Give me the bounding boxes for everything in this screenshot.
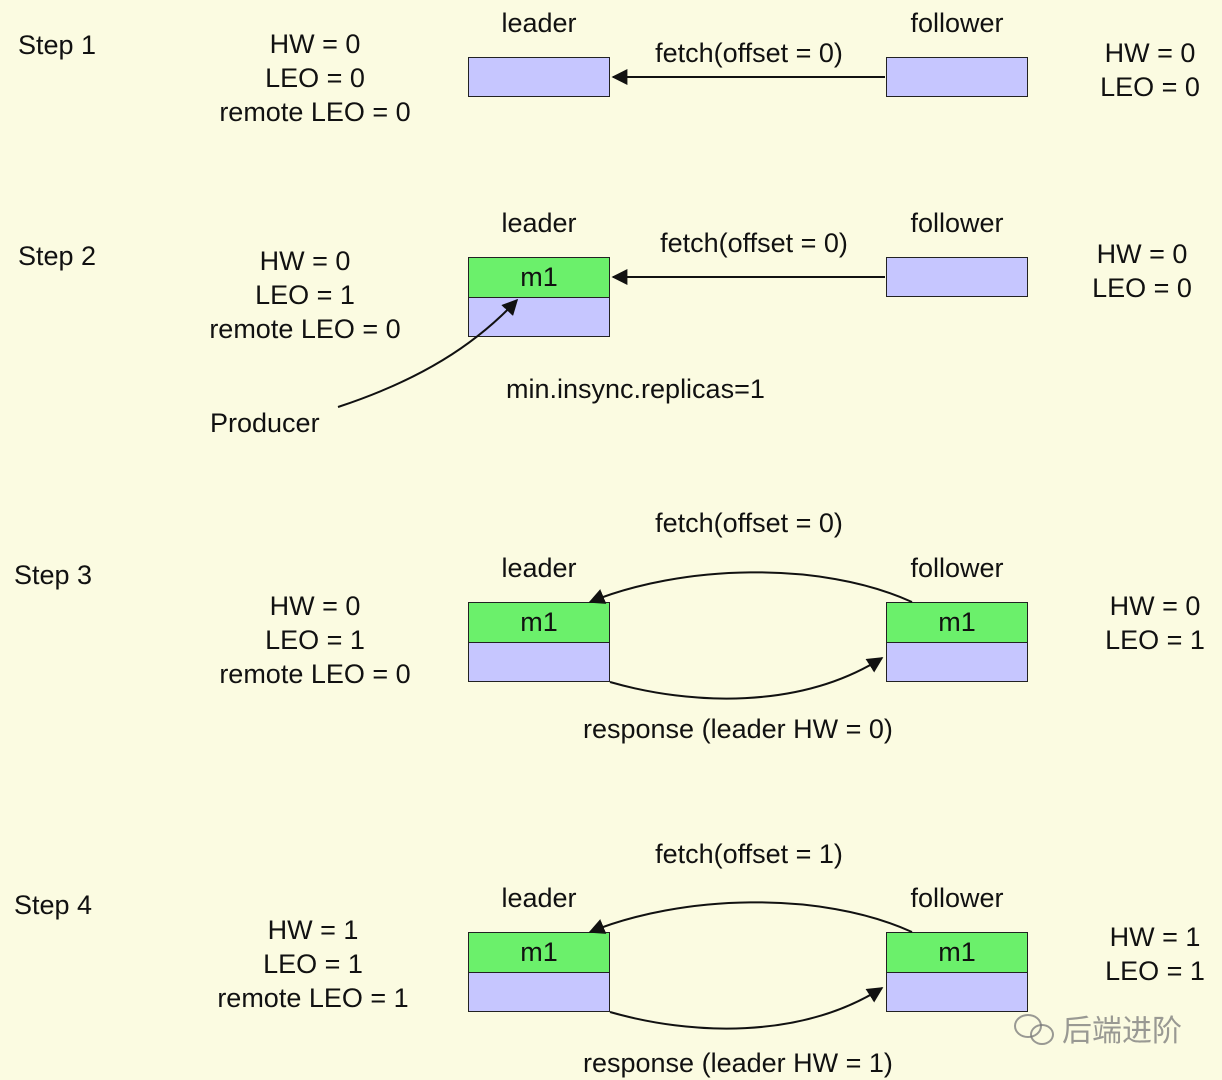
step-4-response-label: response (leader HW = 1) — [583, 1048, 893, 1078]
step-3-fetch-arrow — [588, 571, 913, 604]
follower-leo: LEO = 0 — [1100, 72, 1200, 102]
step-3-title: Step 3 — [14, 560, 93, 590]
step-4-leader-label: leader — [501, 883, 577, 913]
leader-hw: HW = 0 — [259, 246, 351, 276]
follower-hw: HW = 0 — [1096, 239, 1188, 269]
leader-leo: LEO = 1 — [265, 625, 365, 655]
leader-hw: HW = 0 — [269, 29, 361, 59]
leader-leo: LEO = 1 — [255, 280, 355, 310]
follower-leo: LEO = 1 — [1105, 956, 1205, 986]
step-4-follower-label: follower — [910, 883, 1004, 913]
leader-message-m1: m1 — [469, 933, 609, 973]
step-3-response-arrow — [609, 657, 884, 700]
leader-hw: HW = 0 — [269, 591, 361, 621]
step-4-follower-state: HW = 1 LEO = 1 — [1090, 920, 1220, 988]
step-2-follower-label: follower — [910, 208, 1004, 238]
step-4-title: Step 4 — [14, 890, 93, 920]
step-3-follower-log: m1 — [886, 602, 1028, 682]
step-3-response-label: response (leader HW = 0) — [583, 714, 893, 744]
step-1-follower-state: HW = 0 LEO = 0 — [1080, 36, 1220, 104]
follower-leo: LEO = 1 — [1105, 625, 1205, 655]
producer-label: Producer — [210, 408, 320, 438]
leader-remote-leo: remote LEO = 0 — [219, 659, 411, 689]
step-2-leader-log: m1 — [468, 257, 610, 337]
step-3-fetch-label: fetch(offset = 0) — [655, 508, 843, 538]
wechat-icon — [1014, 1012, 1054, 1045]
leader-leo: LEO = 1 — [263, 949, 363, 979]
step-1-title: Step 1 — [18, 30, 97, 60]
step-2-min-insync-note: min.insync.replicas=1 — [506, 374, 765, 404]
step-3-leader-log: m1 — [468, 602, 610, 682]
step-3-leader-state: HW = 0 LEO = 1 remote LEO = 0 — [200, 589, 430, 691]
follower-hw: HW = 0 — [1109, 591, 1201, 621]
step-1-leader-log — [468, 57, 610, 97]
follower-message-m1: m1 — [887, 603, 1027, 643]
watermark-text: 后端进阶 — [1062, 1015, 1182, 1048]
step-2-leader-label: leader — [501, 208, 577, 238]
step-2-follower-log — [886, 257, 1028, 297]
step-3-follower-state: HW = 0 LEO = 1 — [1090, 589, 1220, 657]
step-4-response-arrow — [609, 987, 884, 1030]
step-4-fetch-arrow — [588, 901, 913, 934]
follower-message-m1: m1 — [887, 933, 1027, 973]
follower-hw: HW = 1 — [1109, 922, 1201, 952]
leader-leo: LEO = 0 — [265, 63, 365, 93]
step-1-leader-state: HW = 0 LEO = 0 remote LEO = 0 — [200, 27, 430, 129]
leader-hw: HW = 1 — [267, 915, 359, 945]
step-4-fetch-label: fetch(offset = 1) — [655, 839, 843, 869]
leader-remote-leo: remote LEO = 1 — [217, 983, 409, 1013]
step-3-leader-label: leader — [501, 553, 577, 583]
step-4-follower-log: m1 — [886, 932, 1028, 1012]
step-2-title: Step 2 — [18, 241, 97, 271]
follower-hw: HW = 0 — [1104, 38, 1196, 68]
step-1-leader-label: leader — [501, 8, 577, 38]
step-1-follower-log — [886, 57, 1028, 97]
follower-leo: LEO = 0 — [1092, 273, 1192, 303]
step-1-fetch-label: fetch(offset = 0) — [655, 38, 843, 68]
step-4-leader-state: HW = 1 LEO = 1 remote LEO = 1 — [200, 913, 426, 1015]
step-4-leader-log: m1 — [468, 932, 610, 1012]
step-2-follower-state: HW = 0 LEO = 0 — [1072, 237, 1212, 305]
leader-remote-leo: remote LEO = 0 — [209, 314, 401, 344]
step-3-follower-label: follower — [910, 553, 1004, 583]
leader-message-m1: m1 — [469, 258, 609, 298]
step-2-leader-state: HW = 0 LEO = 1 remote LEO = 0 — [190, 244, 420, 346]
step-2-fetch-label: fetch(offset = 0) — [660, 228, 848, 258]
watermark: 后端进阶 — [1014, 1006, 1182, 1050]
step-1-follower-label: follower — [910, 8, 1004, 38]
leader-message-m1: m1 — [469, 603, 609, 643]
leader-remote-leo: remote LEO = 0 — [219, 97, 411, 127]
